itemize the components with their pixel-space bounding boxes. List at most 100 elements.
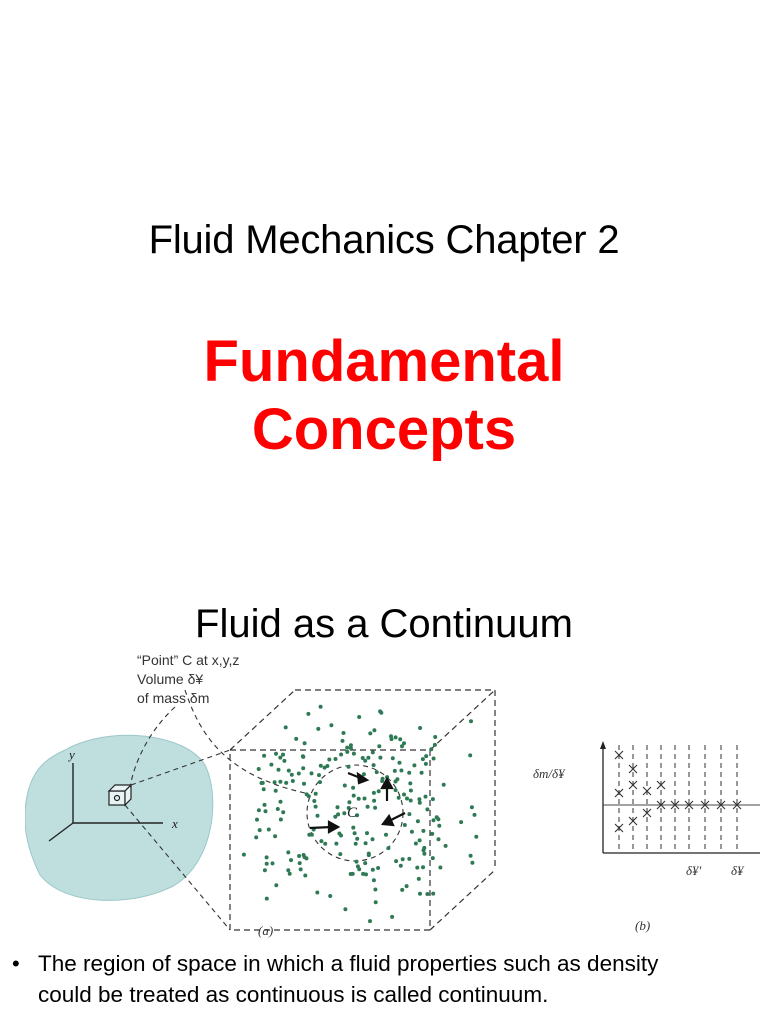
particle xyxy=(339,752,344,757)
particle xyxy=(469,805,474,810)
particle xyxy=(402,741,406,746)
particle xyxy=(421,865,425,870)
particle xyxy=(329,723,334,728)
density-graph xyxy=(600,741,760,854)
particle xyxy=(418,891,422,896)
particle xyxy=(281,810,286,815)
particle xyxy=(278,817,283,822)
particle xyxy=(361,772,366,777)
particle xyxy=(306,711,311,716)
particle xyxy=(376,789,381,794)
particle xyxy=(436,817,441,822)
particle xyxy=(338,852,343,857)
particle xyxy=(273,788,278,793)
graph-ylabel: δm/δ¥ xyxy=(533,766,566,781)
particle xyxy=(257,828,262,833)
particle xyxy=(415,865,420,870)
particle xyxy=(262,868,267,873)
particle xyxy=(278,779,283,784)
particle xyxy=(470,860,475,865)
bullet-line1: The region of space in which a fluid pro… xyxy=(38,951,659,976)
particle xyxy=(262,802,267,807)
particle xyxy=(351,785,356,790)
particles xyxy=(241,704,479,924)
particle xyxy=(351,751,356,756)
particle xyxy=(301,754,306,759)
particle xyxy=(342,811,347,816)
particle xyxy=(312,799,317,803)
particle xyxy=(278,799,283,804)
particle xyxy=(402,823,407,827)
particle xyxy=(378,755,383,760)
particle xyxy=(272,780,277,785)
particle xyxy=(431,818,436,823)
particle xyxy=(255,817,259,822)
particle xyxy=(352,831,357,836)
graph-point xyxy=(700,800,710,810)
particle xyxy=(397,760,402,765)
particle xyxy=(281,752,285,757)
particle xyxy=(421,828,426,833)
particle xyxy=(405,796,409,801)
particle xyxy=(366,755,371,760)
particle xyxy=(273,834,278,839)
particle xyxy=(363,861,368,866)
particle xyxy=(356,796,361,801)
graph-point xyxy=(614,750,624,760)
particle xyxy=(318,704,323,709)
particle xyxy=(264,861,269,866)
particle xyxy=(355,836,360,841)
particle xyxy=(264,896,269,901)
particle xyxy=(422,851,427,856)
particle xyxy=(415,819,420,824)
particle xyxy=(296,771,301,776)
particle xyxy=(351,793,356,798)
particle xyxy=(309,832,314,837)
particle xyxy=(301,853,306,857)
particle xyxy=(323,841,328,846)
particle xyxy=(298,867,303,872)
slide-title: Fluid Mechanics Chapter 2 xyxy=(148,218,620,262)
graph-point xyxy=(614,823,624,833)
particle xyxy=(407,856,412,861)
particle xyxy=(259,781,264,785)
particle xyxy=(274,751,278,756)
particle xyxy=(374,770,379,775)
particle xyxy=(365,831,369,836)
particle xyxy=(274,883,279,888)
particle xyxy=(262,753,267,758)
graph-point xyxy=(684,800,694,810)
particle xyxy=(393,735,398,740)
particle xyxy=(376,866,381,870)
particle xyxy=(261,787,266,792)
particle xyxy=(389,734,393,739)
particle xyxy=(400,887,405,892)
particle xyxy=(333,757,338,761)
particle xyxy=(278,755,283,760)
particle xyxy=(286,850,291,855)
particle xyxy=(421,848,426,853)
particle xyxy=(417,797,422,802)
bullet-line2: could be treated as continuous is called… xyxy=(38,982,549,1007)
particle xyxy=(340,738,345,743)
particle xyxy=(309,771,314,776)
particle xyxy=(429,747,434,752)
particle xyxy=(318,763,323,768)
particle xyxy=(289,858,293,863)
particle xyxy=(408,788,413,793)
particle xyxy=(315,890,320,895)
particle xyxy=(372,728,377,733)
particle xyxy=(325,764,330,768)
particle xyxy=(351,825,356,830)
particle xyxy=(316,726,321,731)
particle xyxy=(348,743,353,748)
axis-x-label: x xyxy=(171,816,178,831)
particle xyxy=(398,863,403,868)
particle xyxy=(423,761,428,766)
particle xyxy=(355,864,360,869)
particle xyxy=(336,812,341,817)
graph-point xyxy=(628,780,638,790)
graph-point xyxy=(656,780,666,790)
particle xyxy=(417,800,422,805)
particle xyxy=(433,735,438,739)
